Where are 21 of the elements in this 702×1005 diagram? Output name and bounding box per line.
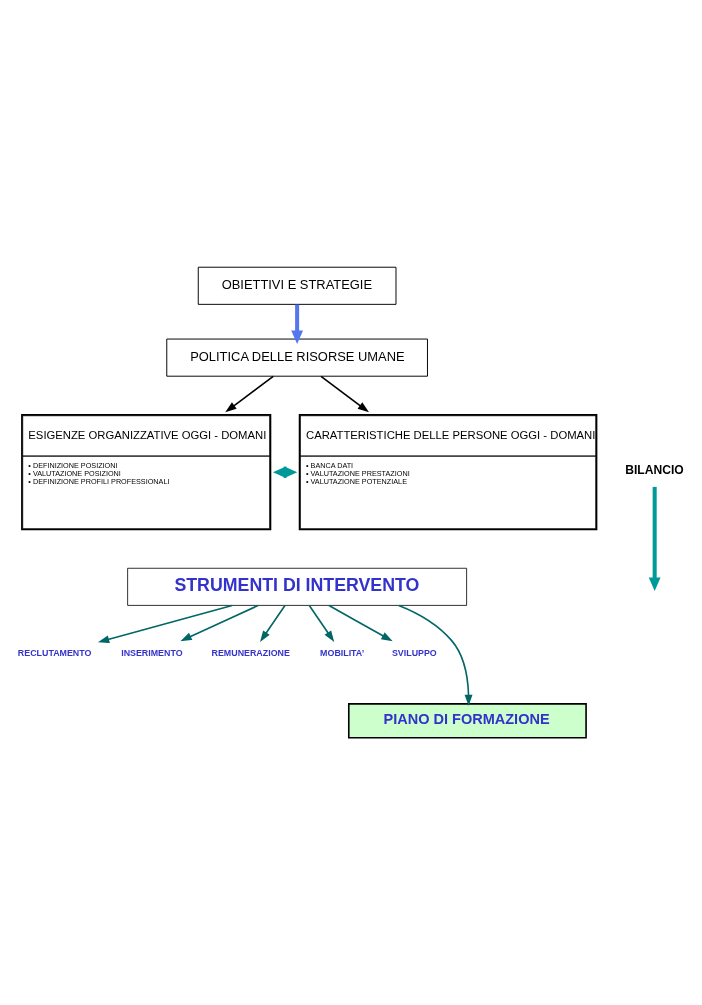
node-box: STRUMENTI DI INTERVENTO (127, 567, 468, 606)
arrow (291, 304, 304, 345)
node-text: SVILUPPO (391, 648, 437, 659)
arrow (272, 466, 298, 479)
arrow (97, 604, 233, 644)
arrow (648, 486, 661, 592)
node-box: OBIETTIVI E STRATEGIE (197, 266, 397, 305)
node-text: MOBILITA’ (320, 648, 365, 659)
node-box: POLITICA DELLE RISORSE UMANE (166, 338, 428, 377)
arrow (225, 375, 274, 413)
arrow (260, 604, 286, 642)
arrow (397, 604, 473, 706)
arrow (180, 604, 259, 642)
node-box: PIANO DI FORMAZIONE (347, 703, 587, 739)
node-text: REMUNERAZIONE (211, 648, 290, 659)
arrow (328, 604, 393, 642)
arrow (320, 375, 369, 413)
arrow (308, 604, 335, 642)
node-text: BILANCIO (625, 463, 684, 478)
node-text: INSERIMENTO (121, 648, 183, 659)
node-text: RECLUTAMENTO (17, 648, 92, 659)
